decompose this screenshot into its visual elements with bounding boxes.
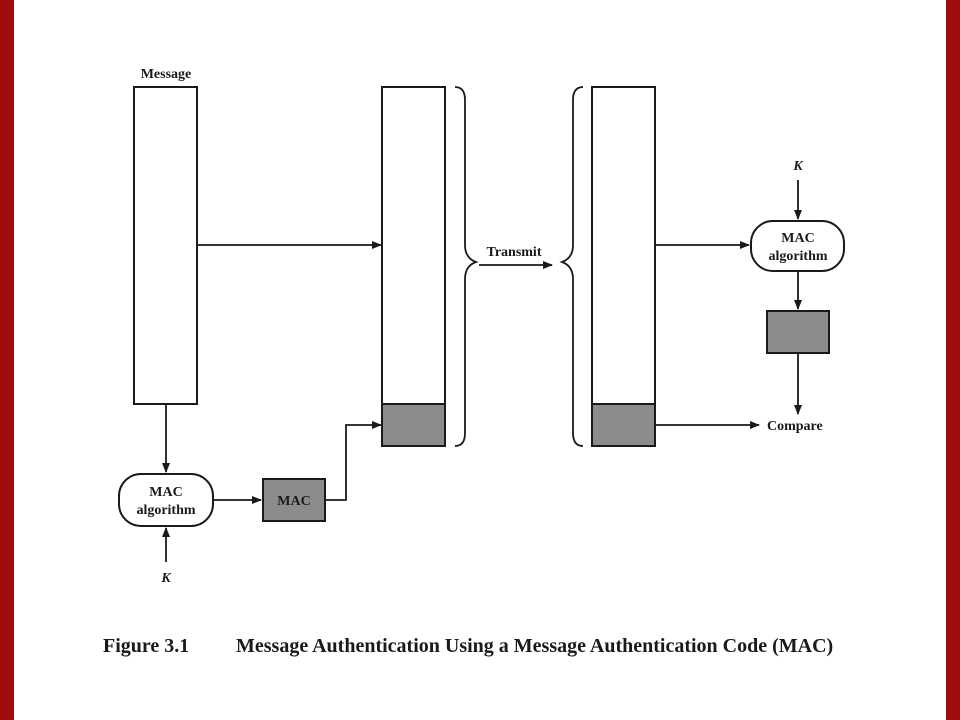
message-label: Message: [141, 67, 192, 82]
sender-key-label: K: [160, 571, 172, 586]
computed-mac-box: [766, 310, 830, 354]
sent-mac-segment: [381, 403, 446, 447]
slide-border-right: [946, 0, 960, 720]
sender-mac-algorithm: [118, 473, 214, 527]
sender-brace: [454, 86, 479, 447]
received-message-block: [591, 86, 656, 405]
sent-message-block: [381, 86, 446, 405]
transmit-label: Transmit: [487, 245, 542, 260]
figure-caption-title: Message Authentication Using a Message A…: [236, 635, 833, 657]
receiver-mac-algorithm-line1: MAC: [781, 231, 814, 246]
slide-border-left: [0, 0, 14, 720]
received-mac-segment: [591, 403, 656, 447]
mac-box-label: MAC: [277, 494, 310, 509]
mac-to-transmit-arrow: [325, 421, 382, 501]
receiver-brace: [559, 86, 584, 447]
receiver-mac-algorithm-line2: algorithm: [768, 249, 827, 264]
receiver-key-label: K: [792, 159, 804, 174]
message-block: [133, 86, 198, 405]
mac-box: [262, 478, 326, 522]
figure-caption-number: Figure 3.1: [103, 635, 189, 657]
sender-mac-algorithm-line2: algorithm: [136, 503, 195, 518]
sender-mac-algorithm-line1: MAC: [149, 485, 182, 500]
compare-label: Compare: [767, 419, 823, 434]
